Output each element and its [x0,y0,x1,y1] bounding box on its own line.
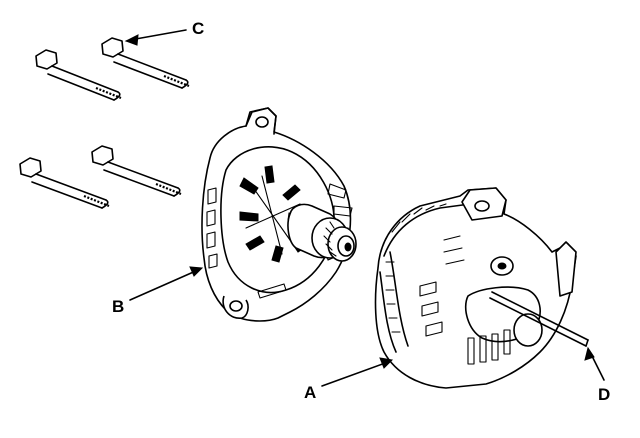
callout-a: A [304,357,394,402]
callout-b: B [112,266,204,316]
through-bolt-3 [19,157,110,209]
through-bolt-4 [91,145,182,197]
pulley-hub [287,203,357,262]
callout-d-label: D [598,385,610,404]
callout-c-label: C [192,19,204,38]
callout-a-label: A [304,383,316,402]
retaining-pin-tool [489,291,589,347]
through-bolt-1 [35,49,122,101]
callout-b-label: B [112,297,124,316]
rear-housing-stator [374,187,577,389]
callout-d: D [584,346,610,404]
callout-c: C [124,19,204,46]
through-bolt-2 [101,37,190,89]
